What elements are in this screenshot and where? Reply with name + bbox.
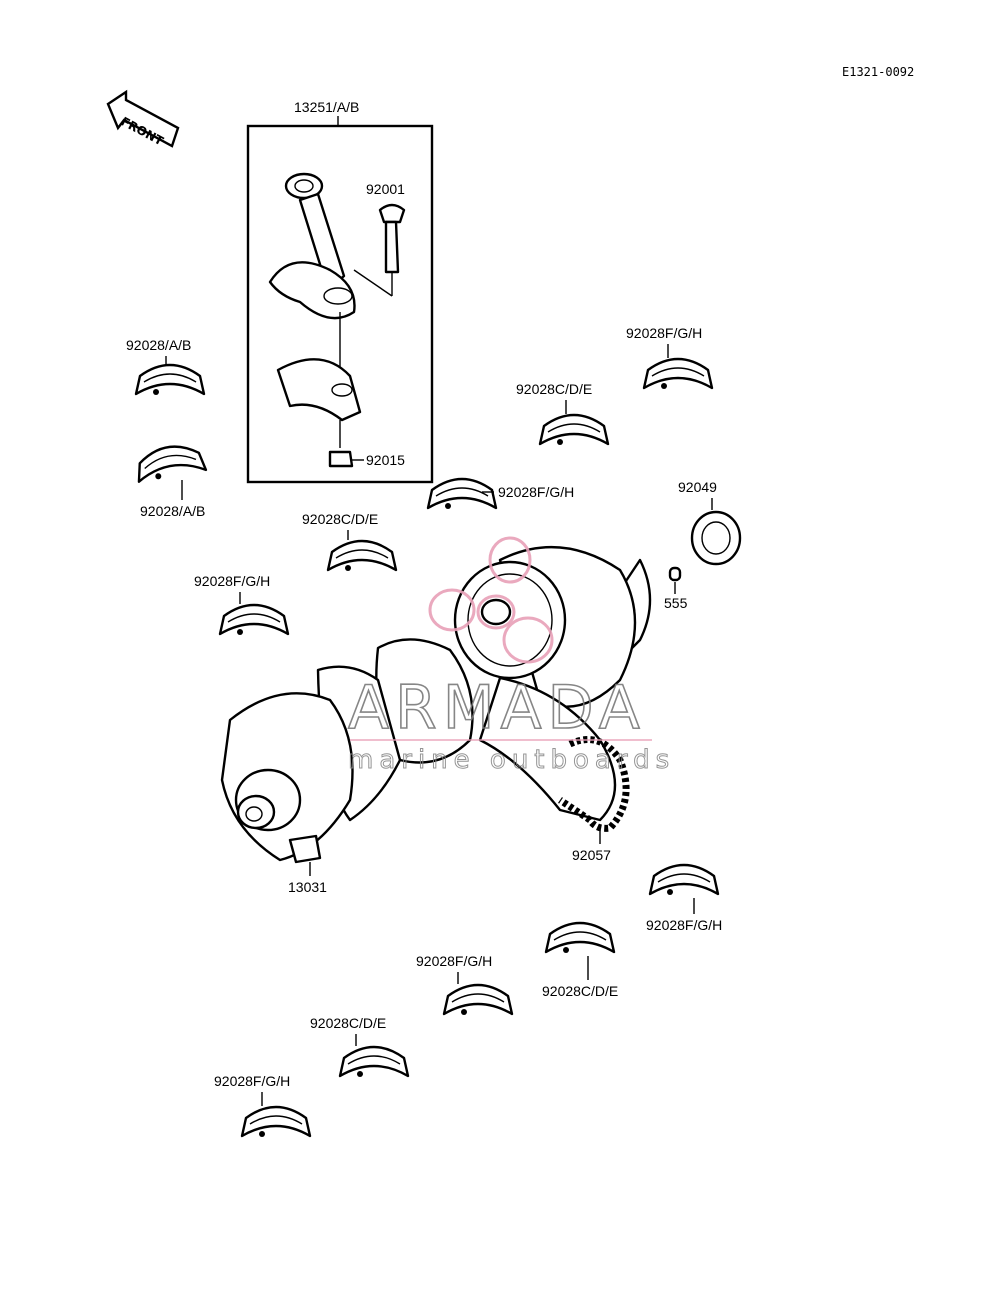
pin-555 bbox=[668, 566, 682, 594]
nut-92015 bbox=[328, 450, 364, 468]
watermark-title: ARMADA bbox=[348, 673, 646, 743]
watermark-logo-icon bbox=[428, 536, 554, 664]
label-92028-cde-top: 92028C/D/E bbox=[516, 381, 592, 397]
label-92028-fgh-left: 92028F/G/H bbox=[194, 573, 270, 589]
label-92028-fgh-mid: 92028F/G/H bbox=[498, 484, 574, 500]
crankshaft-13031 bbox=[220, 545, 652, 864]
bearing-shell-fgh-5 bbox=[442, 983, 514, 1017]
bearing-shell-cde-2 bbox=[326, 539, 398, 573]
bearing-shell-fgh-6 bbox=[240, 1105, 312, 1139]
connecting-rod-box bbox=[246, 124, 434, 484]
label-92028-ab-bottom: 92028/A/B bbox=[140, 503, 205, 519]
label-92028-cde-bottom: 92028C/D/E bbox=[310, 1015, 386, 1031]
bearing-shell-cde-4 bbox=[338, 1045, 410, 1079]
armada-watermark: ARMADA marine outboards bbox=[347, 536, 675, 776]
label-92049: 92049 bbox=[678, 479, 717, 495]
label-92028-cde-right: 92028C/D/E bbox=[542, 983, 618, 999]
label-92057: 92057 bbox=[572, 847, 611, 863]
bearing-shell-fgh-4 bbox=[648, 863, 720, 897]
bearing-shell-ab-1 bbox=[134, 363, 206, 397]
label-92028-fgh-bottom: 92028F/G/H bbox=[416, 953, 492, 969]
oil-seal-92049 bbox=[690, 510, 742, 566]
label-92028-fgh-last: 92028F/G/H bbox=[214, 1073, 290, 1089]
bearing-shell-ab-2 bbox=[132, 440, 208, 484]
cam-chain-92057 bbox=[558, 736, 630, 844]
label-92028-ab-top: 92028/A/B bbox=[126, 337, 191, 353]
label-92028-fgh-right: 92028F/G/H bbox=[646, 917, 722, 933]
label-92028-cde-left: 92028C/D/E bbox=[302, 511, 378, 527]
label-92001: 92001 bbox=[366, 181, 405, 197]
front-arrow-icon: FRONT bbox=[106, 89, 180, 149]
drawing-code: E1321-0092 bbox=[842, 65, 914, 79]
label-92015: 92015 bbox=[366, 452, 405, 468]
bearing-shell-fgh-3 bbox=[218, 603, 290, 637]
bearing-shell-fgh-1 bbox=[642, 357, 714, 391]
label-555: 555 bbox=[664, 595, 688, 611]
bearing-shell-cde-1 bbox=[538, 413, 610, 447]
bearing-shell-cde-3 bbox=[544, 921, 616, 955]
watermark-subtitle: marine outboards bbox=[348, 745, 675, 775]
connecting-rod bbox=[268, 172, 356, 320]
bearing-shell-fgh-2 bbox=[426, 477, 498, 511]
connecting-rod-cap bbox=[276, 358, 362, 422]
label-13031: 13031 bbox=[288, 879, 327, 895]
label-13251: 13251/A/B bbox=[294, 99, 359, 115]
label-92028-fgh-top: 92028F/G/H bbox=[626, 325, 702, 341]
bolt-92001 bbox=[353, 203, 406, 297]
